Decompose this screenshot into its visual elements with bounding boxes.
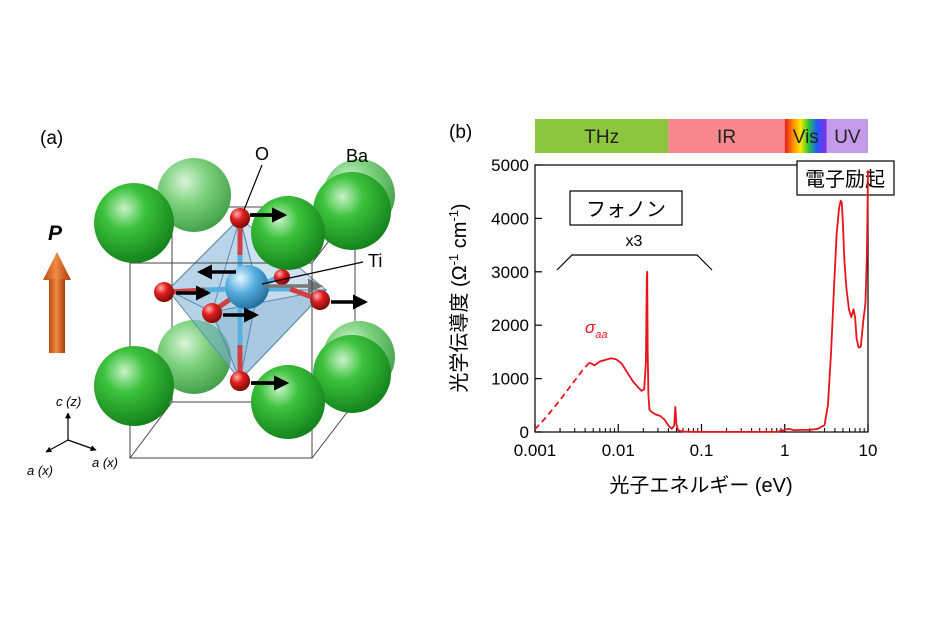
o-atom xyxy=(274,269,290,285)
x-tick-label: 0.1 xyxy=(690,441,714,460)
ba-atom xyxy=(251,365,325,439)
ba-atom xyxy=(313,172,391,250)
axis-ticks: 0 1000 2000 3000 4000 5000 0.001 0.01 0.1 1 10 xyxy=(491,156,877,460)
series-dashed-segment xyxy=(534,362,591,430)
region-thz xyxy=(535,119,669,153)
x-tick-label: 10 xyxy=(859,441,878,460)
ba-atom xyxy=(251,196,325,270)
region-label-ir: IR xyxy=(717,127,736,148)
y-tick-label: 0 xyxy=(520,423,529,442)
crystal-axes xyxy=(45,412,97,453)
region-ir xyxy=(668,119,785,153)
polarization-label: P xyxy=(48,222,63,245)
series-label: σaa xyxy=(585,318,608,341)
polarization-arrow xyxy=(43,252,71,353)
y-tick-label: 4000 xyxy=(491,209,529,228)
series-line-sigma-aa xyxy=(588,170,869,433)
o-label-leader xyxy=(243,164,263,211)
x-tick-label: 1 xyxy=(780,441,789,460)
o-atom xyxy=(154,282,174,302)
region-uv xyxy=(826,119,868,153)
o-label: O xyxy=(255,144,269,164)
ba-atom xyxy=(157,158,231,232)
ba-atom xyxy=(94,346,174,426)
series-label-symbol: σ xyxy=(585,318,596,337)
scale-label: x3 xyxy=(626,233,643,250)
axis-a1-label: a (x) xyxy=(27,463,53,478)
ba-atom xyxy=(94,183,174,263)
o-atom xyxy=(202,303,222,323)
ti-atom xyxy=(225,265,269,309)
ba-atom xyxy=(313,335,391,413)
panel-a: (a) xyxy=(27,128,395,478)
region-label-uv: UV xyxy=(834,127,861,148)
x-axis-title: 光子エネルギー (eV) xyxy=(609,474,792,497)
ti-label: Ti xyxy=(368,251,382,271)
y-axis-title: 光学伝導度 (Ω-1 cm-1) xyxy=(446,203,471,392)
series-label-subscript: aa xyxy=(595,329,607,341)
electronic-box xyxy=(796,160,895,196)
region-label-thz: THz xyxy=(584,127,619,148)
phonon-bracket xyxy=(556,254,713,271)
region-vis xyxy=(784,119,827,153)
spectral-region-bar: THz IR Vis UV xyxy=(535,119,868,153)
phonon-box xyxy=(569,190,683,226)
electronic-label: 電子励起 xyxy=(805,168,885,191)
o-atom xyxy=(230,371,250,391)
y-tick-label: 2000 xyxy=(491,316,529,335)
region-label-vis: Vis xyxy=(793,127,819,148)
axis-a2-label: a (x) xyxy=(92,455,118,470)
o-atom xyxy=(230,208,250,228)
ba-label: Ba xyxy=(346,146,369,166)
axis-c-label: c (z) xyxy=(56,394,81,409)
ti-label-leader xyxy=(261,261,364,285)
panel-b: (b) THz IR Vis UV 0 1000 2000 3000 4000 5000 0.00… xyxy=(446,119,895,497)
phonon-label: フォノン xyxy=(586,199,666,221)
y-tick-label: 3000 xyxy=(491,263,529,282)
y-tick-label: 5000 xyxy=(491,156,529,175)
x-tick-label: 0.001 xyxy=(514,441,557,460)
panel-b-label: (b) xyxy=(449,122,472,143)
y-tick-label: 1000 xyxy=(491,370,529,389)
panel-a-label: (a) xyxy=(40,128,63,149)
x-tick-label: 0.01 xyxy=(602,441,635,460)
o-atom xyxy=(310,290,330,310)
